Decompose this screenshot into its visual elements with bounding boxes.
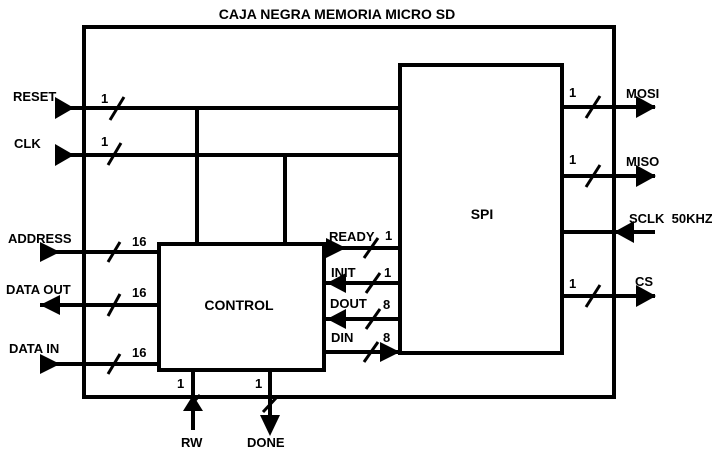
spi-block [398,63,564,355]
reset-arrow [55,97,74,119]
init-arrow [327,273,346,293]
din-width: 8 [383,330,390,345]
ready-label: READY [329,229,375,244]
mosi-width: 1 [569,85,576,100]
clk-arrow [55,144,74,166]
reset-width: 1 [101,91,108,106]
address-arrow [40,242,60,262]
bus-slashes [106,95,602,414]
done-label: DONE [247,435,285,450]
control-label: CONTROL [204,297,274,313]
miso-arrow [636,165,656,187]
ready-width: 1 [385,228,392,243]
dout-width: 8 [383,297,390,312]
clk-width: 1 [101,134,108,149]
address-label: ADDRESS [8,231,72,246]
data-in-arrow [40,354,60,374]
init-width: 1 [384,265,391,280]
din-arrow [380,342,400,362]
data-out-width: 16 [132,285,146,300]
ready-arrow [326,238,346,258]
mosi-label: MOSI [626,86,659,101]
clk-label: CLK [14,136,41,151]
cs-label: CS [635,274,653,289]
dout-label: DOUT [330,296,367,311]
outer-box [82,25,616,399]
diagram-title: CAJA NEGRA MEMORIA MICRO SD [219,6,455,22]
cs-width: 1 [569,276,576,291]
init-label: INIT [331,265,356,280]
miso-width: 1 [569,152,576,167]
spi-label: SPI [471,206,494,222]
data-out-arrow [40,295,60,315]
data-in-width: 16 [132,345,146,360]
cs-arrow [636,285,656,307]
mosi-arrow [636,96,656,118]
arrowheads [40,96,656,436]
sclk-arrow [614,221,634,243]
address-width: 16 [132,234,146,249]
din-label: DIN [331,330,353,345]
data-out-label: DATA OUT [6,282,71,297]
sclk-label: SCLK 50KHZ [629,211,712,226]
miso-label: MISO [626,154,659,169]
reset-label: RESET [13,89,56,104]
data-in-label: DATA IN [9,341,59,356]
rw-width: 1 [177,376,184,391]
done-arrow [260,415,280,436]
done-width: 1 [255,376,262,391]
rw-label: RW [181,435,203,450]
dout-arrow [327,309,346,329]
